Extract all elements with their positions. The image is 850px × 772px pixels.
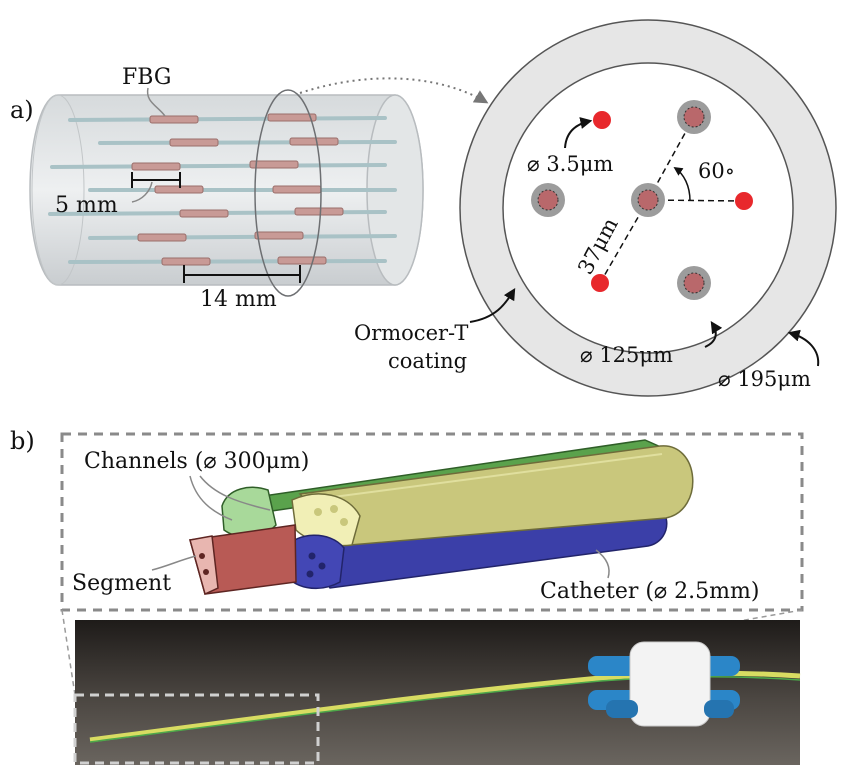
fbg-gratings bbox=[131, 113, 344, 266]
catheter-model bbox=[189, 439, 694, 596]
channels-leader-1 bbox=[189, 475, 233, 521]
panel-b-label: b) bbox=[10, 427, 35, 455]
coating-diameter-arrow bbox=[787, 329, 820, 367]
fbg-leader bbox=[146, 87, 166, 117]
fbg-label: FBG bbox=[122, 65, 171, 90]
cladding-diameter-label: ⌀ 125μm bbox=[580, 343, 673, 367]
red-cores bbox=[591, 111, 753, 292]
grating-length-label: 5 mm bbox=[55, 193, 118, 218]
coating-arrow bbox=[469, 287, 516, 323]
channels-label: Channels (⌀ 300μm) bbox=[84, 449, 309, 474]
catheter-leader bbox=[595, 549, 610, 579]
angle-label: 60∘ bbox=[698, 159, 735, 183]
angle-arc bbox=[673, 167, 691, 202]
gray-cores bbox=[531, 100, 711, 300]
fiber-cores bbox=[48, 116, 397, 264]
cladding-arrow bbox=[704, 320, 723, 348]
zoom-link-arrow bbox=[299, 77, 489, 104]
grating-spacing-dimension bbox=[183, 265, 301, 283]
photo-zoom-frame bbox=[73, 693, 320, 765]
segment-leader bbox=[151, 555, 197, 571]
coating-label-line2: coating bbox=[388, 349, 467, 373]
coating-label-line1: Ormocer-T bbox=[354, 321, 468, 345]
zoom-line-left bbox=[61, 609, 76, 696]
core-diameter-label: ⌀ 3.5μm bbox=[527, 152, 613, 176]
catheter-zoom-frame bbox=[60, 432, 804, 612]
channels-leader-2 bbox=[199, 475, 271, 511]
panel-a-label: a) bbox=[10, 96, 34, 124]
catheter-photo bbox=[75, 620, 801, 765]
core-diameter-arrow bbox=[564, 117, 593, 149]
coating-diameter-label: ⌀ 195μm bbox=[718, 367, 811, 391]
segment-label: Segment bbox=[72, 571, 171, 596]
grating-spacing-label: 14 mm bbox=[200, 287, 277, 312]
grating-length-dimension bbox=[131, 172, 181, 188]
section-plane bbox=[254, 89, 322, 297]
catheter-label: Catheter (⌀ 2.5mm) bbox=[540, 579, 759, 604]
grating-length-leader bbox=[131, 181, 153, 203]
